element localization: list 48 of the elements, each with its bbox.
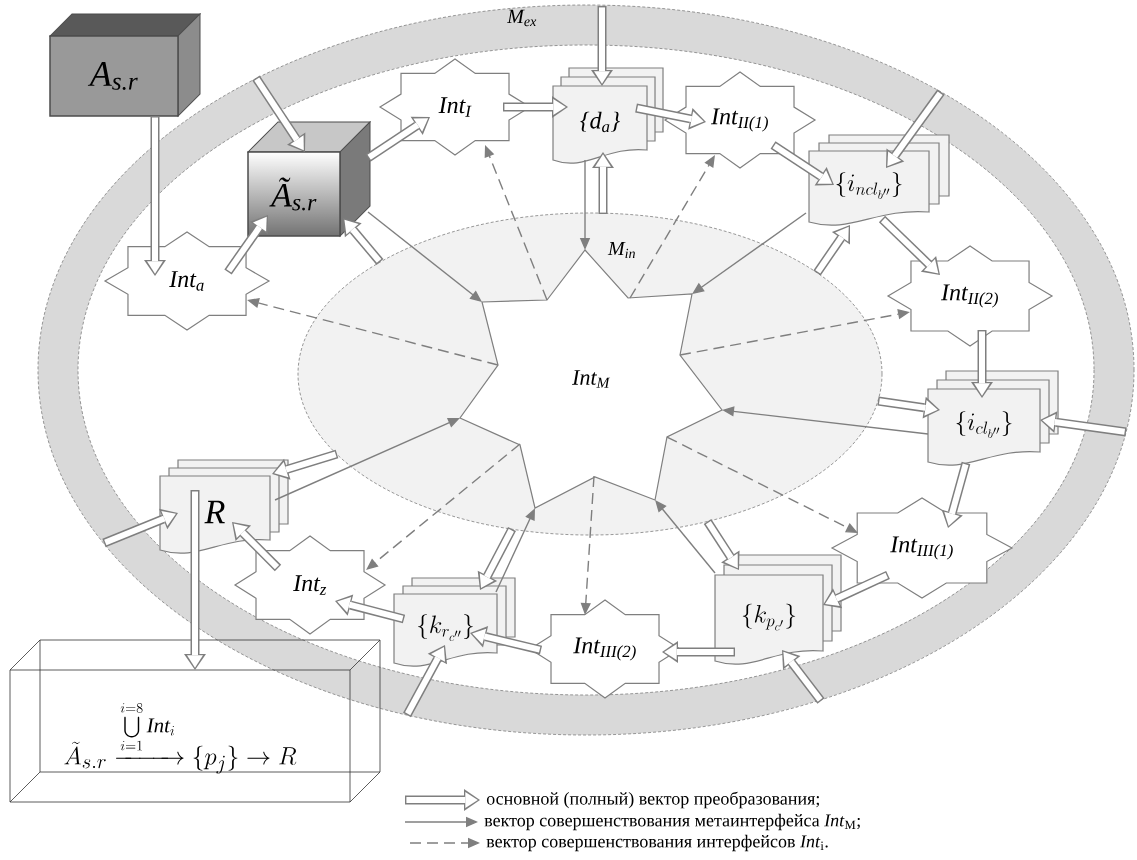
arrow — [367, 211, 482, 302]
legend-text: вектор совершенствования метаинтерфейса Int$_{M}$; — [484, 813, 860, 831]
hollow-arrow — [703, 519, 740, 570]
dashed-arrow — [629, 155, 715, 299]
box-3d: A$_{s.r}$ — [49, 13, 201, 117]
hollow-arrow — [470, 626, 543, 655]
hollow-arrow — [365, 116, 430, 162]
document-stack: $\{k_{p_{c'}}\}$ — [714, 554, 842, 665]
hollow-arrow — [770, 141, 834, 186]
hollow-arrow — [592, 152, 614, 214]
hollow-arrow — [662, 641, 735, 663]
arrow — [692, 212, 807, 294]
document-stack: {d$_{a}$} — [552, 67, 664, 164]
document-stack: R — [159, 459, 289, 554]
hollow-arrow — [403, 645, 448, 718]
hollow-arrow — [813, 225, 850, 276]
hollow-arrow — [477, 526, 516, 590]
arrow — [495, 508, 535, 593]
hollow-arrow — [886, 89, 945, 168]
hollow-arrow — [224, 215, 268, 275]
hollow-arrow — [102, 508, 178, 548]
legend-text: вектор совершенствования интерфейсов Int$_{i}$. — [486, 834, 828, 852]
legend-text: основной (полный) вектор преобразования; — [486, 791, 819, 809]
hollow-arrow — [823, 570, 890, 609]
hollow-arrow — [877, 396, 940, 419]
hollow-arrow — [971, 330, 993, 398]
arrow — [274, 418, 460, 501]
dashed-arrow — [666, 436, 858, 533]
cuboid-frame: $\tilde{A}_{s.r}\xrightarrow{\bigcup\limits_{i=1}^{i=8}\mathit{Int}_{i}}\{p_{j}\}\rightarrow R$ — [9, 639, 381, 803]
hollow-arrow — [878, 215, 940, 275]
arrow — [655, 500, 716, 574]
hollow-arrow — [343, 218, 384, 265]
hollow-arrow — [232, 522, 282, 572]
hollow-arrow — [335, 594, 406, 624]
hollow-arrow — [272, 449, 339, 480]
hollow-arrow — [591, 6, 613, 86]
hollow-arrow — [941, 461, 971, 528]
document-stack: $\{k_{r_{c''}}\}$ — [393, 577, 516, 667]
hollow-arrow — [144, 116, 166, 276]
document-stack: $\{i_{cl_{b''}}\}$ — [927, 370, 1059, 466]
hollow-arrow — [184, 490, 206, 670]
document-stack: $\{i_{ncl_{b''}}\}$ — [808, 134, 950, 226]
hollow-arrow — [252, 75, 306, 152]
hollow-arrow — [635, 103, 706, 130]
hollow-arrow — [782, 650, 825, 704]
hollow-arrow — [503, 96, 568, 118]
hollow-arrow — [1040, 411, 1127, 437]
box-3d: Ã$_{s.r}$ — [247, 121, 371, 237]
